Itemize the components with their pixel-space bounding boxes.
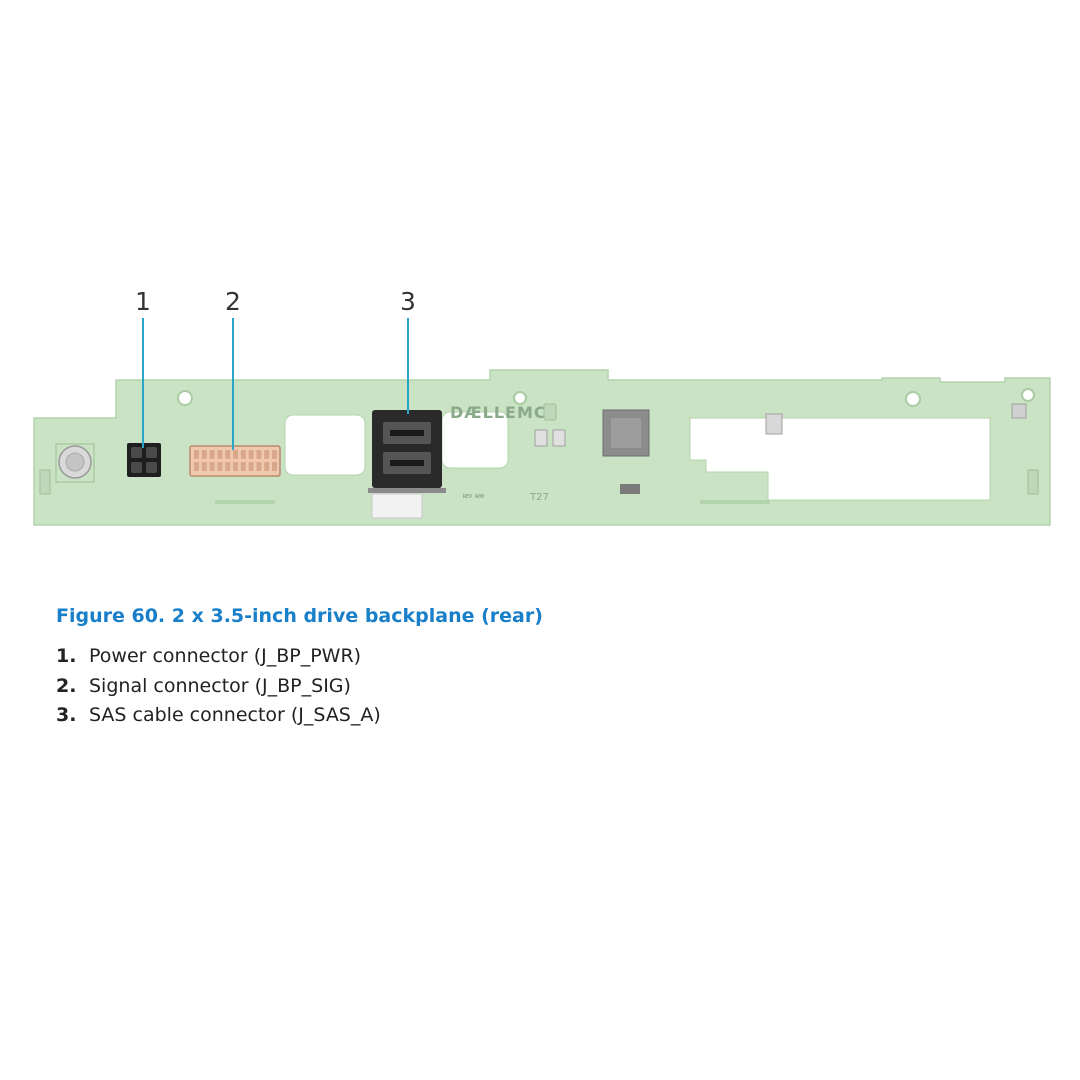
capacitor-top <box>65 452 85 472</box>
callout-legend: 1. Power connector (J_BP_PWR) 2. Signal co… <box>56 642 381 731</box>
legend-item-label: Signal connector (J_BP_SIG) <box>89 674 351 697</box>
board-cutout-left <box>284 414 366 476</box>
callout-number-1: 1 <box>135 287 151 316</box>
smd-component <box>620 484 640 494</box>
board-cutout-right <box>689 417 991 501</box>
signal-connector-pins <box>194 450 277 471</box>
sas-connector-slot <box>390 430 424 436</box>
mounting-hole <box>177 390 193 406</box>
signal-pin <box>217 462 223 471</box>
legend-item-number: 3. <box>56 704 77 726</box>
signal-pin <box>233 450 238 459</box>
signal-pin <box>264 450 270 459</box>
sas-connector-slot <box>390 460 424 466</box>
signal-pin <box>201 450 207 459</box>
legend-item-label: Power connector (J_BP_PWR) <box>89 645 362 667</box>
signal-pin <box>233 462 238 471</box>
signal-pin <box>248 462 254 471</box>
legend-item-label: SAS cable connector (J_SAS_A) <box>89 704 381 726</box>
sas-connector-base <box>368 488 446 493</box>
smd-component <box>552 429 566 447</box>
legend-item: 3. SAS cable connector (J_SAS_A) <box>56 701 381 731</box>
legend-item: 2. Signal connector (J_BP_SIG) <box>56 672 381 702</box>
main-chip-die <box>611 418 641 448</box>
backplane-figure: DÆLLEMC T27 REV A00 1 2 3 <box>33 287 1051 526</box>
pcb-trace <box>700 500 770 504</box>
signal-pin <box>240 450 246 459</box>
signal-pin <box>272 450 277 459</box>
mounting-hole <box>1021 388 1035 402</box>
smd-component <box>1011 403 1027 419</box>
capacitor-base <box>55 443 95 483</box>
signal-pin <box>209 462 215 471</box>
mounting-hole <box>513 391 527 405</box>
smd-component <box>1027 469 1039 495</box>
power-connector-pin <box>131 447 142 458</box>
chip-marking: REV A00 <box>463 494 484 500</box>
signal-pin <box>225 462 231 471</box>
signal-pin <box>272 462 277 471</box>
signal-pin <box>256 450 262 459</box>
smd-component <box>534 429 548 447</box>
smd-component <box>543 403 557 421</box>
signal-pin <box>194 462 199 471</box>
signal-pin <box>209 450 215 459</box>
legend-item: 1. Power connector (J_BP_PWR) <box>56 642 381 672</box>
smd-component <box>39 469 51 495</box>
figure-caption: Figure 60. 2 x 3.5-inch drive backplane … <box>56 605 543 627</box>
signal-pin <box>248 450 254 459</box>
smd-component <box>765 413 783 435</box>
signal-pin <box>225 450 231 459</box>
board-marking: T27 <box>529 492 549 503</box>
legend-item-number: 2. <box>56 674 77 697</box>
signal-pin <box>264 462 270 471</box>
sas-connector <box>372 410 442 488</box>
legend-item-number: 1. <box>56 645 77 667</box>
power-connector-pin <box>146 462 157 473</box>
signal-pin <box>240 462 246 471</box>
signal-pin <box>217 450 223 459</box>
board-sticker <box>371 493 423 519</box>
power-connector-pin <box>146 447 157 458</box>
callout-number-2: 2 <box>225 287 241 316</box>
power-connector-pin <box>131 462 142 473</box>
board-logo: DÆLLEMC <box>450 403 547 422</box>
signal-pin <box>194 450 199 459</box>
mounting-hole <box>905 391 921 407</box>
callout-number-3: 3 <box>400 287 416 316</box>
signal-pin <box>256 462 262 471</box>
signal-pin <box>201 462 207 471</box>
pcb-trace <box>215 500 275 504</box>
